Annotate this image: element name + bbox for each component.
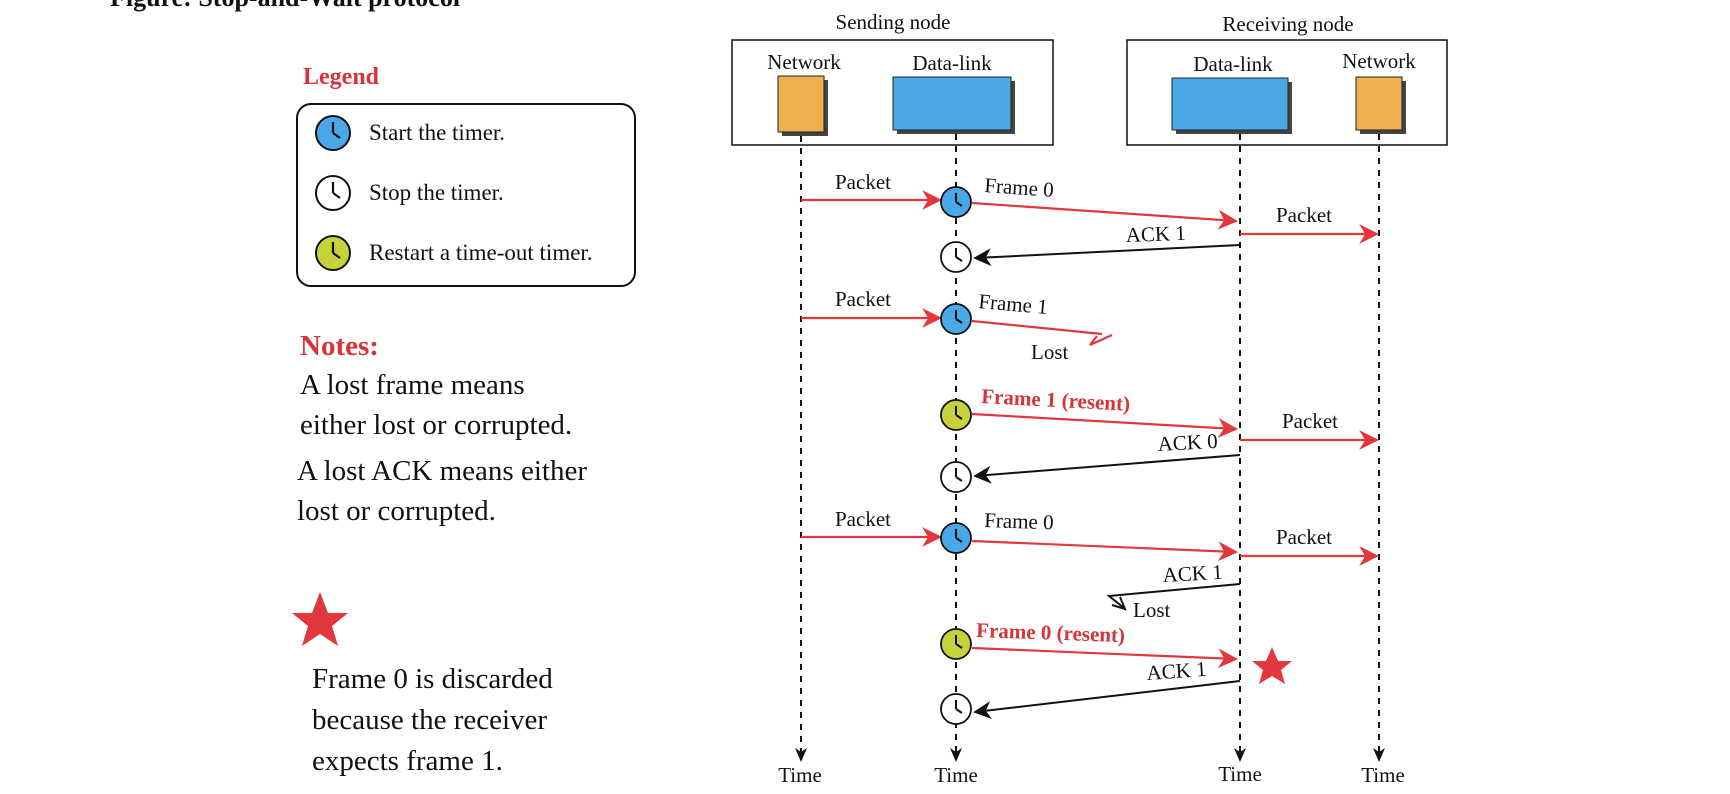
sending-datalink-box bbox=[892, 76, 1012, 131]
discard-star-icon bbox=[1252, 647, 1292, 684]
arrow-frame-1-lost bbox=[971, 319, 1103, 336]
arrow-ack-0 bbox=[973, 454, 1241, 484]
label-packet-2: Packet bbox=[835, 287, 891, 311]
clock-stop-2 bbox=[940, 461, 972, 493]
time-label-4: Time bbox=[1361, 763, 1405, 787]
start-timer-icon bbox=[315, 115, 351, 151]
timeline-arrowheads bbox=[795, 748, 1385, 762]
label-packet-r2: Packet bbox=[1282, 409, 1338, 433]
arrow-ack-1c bbox=[973, 680, 1241, 720]
figure-title-fragment: Figure: Stop-and-Wait protocol bbox=[110, 0, 460, 12]
legend-item-restart-timer: Restart a time-out timer. bbox=[369, 240, 593, 265]
star-note-line-2: because the receiver bbox=[312, 704, 547, 736]
time-label-2: Time bbox=[934, 763, 978, 787]
red-arrows bbox=[801, 190, 1379, 669]
star-note-line-1: Frame 0 is discarded bbox=[312, 663, 553, 695]
receiving-node-title: Receiving node bbox=[1222, 12, 1353, 36]
label-frame-0: Frame 0 bbox=[984, 173, 1055, 202]
label-frame-1-resent: Frame 1 (resent) bbox=[981, 384, 1131, 416]
legend-title: Legend bbox=[303, 64, 380, 90]
label-ack-1c: ACK 1 bbox=[1146, 657, 1208, 685]
clock-stop-3 bbox=[940, 693, 972, 725]
star-note-line-3: expects frame 1. bbox=[312, 745, 503, 777]
sending-network-label: Network bbox=[767, 50, 841, 74]
label-ack-1b: ACK 1 bbox=[1162, 560, 1223, 587]
label-packet-r3: Packet bbox=[1276, 525, 1332, 549]
clock-start-2 bbox=[940, 303, 972, 335]
clock-stop-1 bbox=[940, 241, 972, 273]
label-packet-3: Packet bbox=[835, 507, 891, 531]
receiving-datalink-box bbox=[1171, 77, 1289, 131]
legend-item-start-timer: Start the timer. bbox=[369, 120, 505, 145]
arrow-frame-0b bbox=[971, 539, 1238, 562]
label-frame-1: Frame 1 bbox=[978, 289, 1049, 319]
stop-timer-icon bbox=[315, 175, 351, 211]
arrow-ack-1a bbox=[973, 244, 1241, 267]
time-label-3: Time bbox=[1218, 762, 1262, 786]
receiving-network-label: Network bbox=[1342, 49, 1416, 73]
clock-restart-1 bbox=[940, 399, 972, 431]
black-arrows bbox=[973, 244, 1241, 720]
label-lost-2: Lost bbox=[1133, 598, 1171, 622]
time-label-1: Time bbox=[778, 763, 822, 787]
receiving-datalink-label: Data-link bbox=[1193, 52, 1273, 76]
legend-box bbox=[296, 103, 636, 287]
restart-timer-icon bbox=[315, 235, 351, 271]
label-ack-0: ACK 0 bbox=[1157, 429, 1218, 456]
label-packet-r1: Packet bbox=[1276, 203, 1332, 227]
receiving-network-box bbox=[1355, 76, 1403, 131]
sending-datalink-label: Data-link bbox=[912, 51, 992, 75]
label-lost-1: Lost bbox=[1031, 340, 1069, 364]
arrow-frame-1-lost-head bbox=[1089, 333, 1113, 347]
note-line-3: A lost ACK means either bbox=[297, 455, 587, 487]
sending-node-title: Sending node bbox=[836, 10, 951, 34]
label-frame-0b: Frame 0 bbox=[984, 508, 1054, 534]
clock-start-3 bbox=[940, 522, 972, 554]
note-line-1: A lost frame means bbox=[300, 369, 525, 401]
star-icon bbox=[292, 592, 348, 646]
arrow-frame-0-resent bbox=[971, 646, 1238, 669]
arrow-ack-1b-lost bbox=[1106, 583, 1241, 609]
arrow-frame-0 bbox=[971, 201, 1238, 230]
note-line-2: either lost or corrupted. bbox=[300, 409, 572, 441]
label-frame-0-resent: Frame 0 (resent) bbox=[976, 618, 1126, 647]
label-ack-1a: ACK 1 bbox=[1125, 221, 1186, 247]
notes-title: Notes: bbox=[300, 330, 379, 362]
arrow-ack-1b-lost-head bbox=[1111, 596, 1127, 611]
note-line-4: lost or corrupted. bbox=[297, 495, 496, 527]
clock-start-1 bbox=[940, 186, 972, 218]
clock-restart-2 bbox=[940, 628, 972, 660]
arrow-frame-1-resent bbox=[971, 412, 1238, 438]
legend-item-stop-timer: Stop the timer. bbox=[369, 180, 504, 205]
label-packet-1: Packet bbox=[835, 170, 891, 194]
sending-network-box bbox=[777, 75, 825, 133]
